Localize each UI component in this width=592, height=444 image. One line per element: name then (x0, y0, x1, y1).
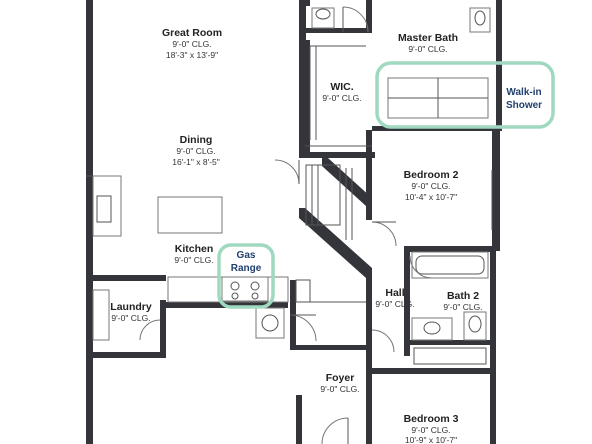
foyer-ceiling: 9'-0" CLG. (320, 384, 359, 394)
kitchen-ceiling: 9'-0" CLG. (174, 255, 213, 265)
bedroom3-label: Bedroom 3 (404, 413, 459, 425)
walk-in-shower-callout-line1: Walk-in (506, 87, 541, 98)
kitchen-label: Kitchen (175, 243, 214, 255)
gas-range-highlight (217, 243, 275, 309)
gas-range-callout-line1: Gas (237, 250, 256, 261)
dining-size: 16'-1" x 8'-5" (172, 157, 220, 167)
laundry-label: Laundry (110, 301, 152, 313)
great-room-size: 18'-3" x 13'-9" (166, 50, 218, 60)
door-swings (139, 6, 433, 444)
wic-ceiling: 9'-0" CLG. (322, 93, 361, 103)
laundry-ceiling: 9'-0" CLG. (111, 313, 150, 323)
bedroom2-size: 10'-4" x 10'-7" (405, 192, 457, 202)
walls (86, 0, 502, 444)
dining-ceiling: 9'-0" CLG. (176, 146, 215, 156)
foyer-label: Foyer (326, 372, 355, 384)
bedroom3-ceiling: 9'-0" CLG. (411, 425, 450, 435)
bedroom2-ceiling: 9'-0" CLG. (411, 181, 450, 191)
walk-in-shower-callout-line2: Shower (506, 100, 542, 111)
wic-label: WIC. (330, 81, 353, 93)
fixtures (86, 7, 493, 365)
hall-ceiling: 9'-0" CLG. (375, 299, 414, 309)
hall-label: Hall (385, 287, 404, 299)
great-room-label: Great Room (162, 27, 222, 39)
dining-label: Dining (180, 134, 213, 146)
bath2-ceiling: 9'-0" CLG. (443, 302, 482, 312)
master-bath-ceiling: 9'-0" CLG. (408, 44, 447, 54)
bedroom2-label: Bedroom 2 (404, 169, 459, 181)
bedroom3-size: 10'-9" x 10'-7" (405, 435, 457, 444)
master-bath-label: Master Bath (398, 32, 458, 44)
bath2-label: Bath 2 (447, 290, 479, 302)
great-room-ceiling: 9'-0" CLG. (172, 39, 211, 49)
walk-in-shower-highlight (375, 61, 555, 129)
gas-range-callout-line2: Range (231, 263, 262, 274)
